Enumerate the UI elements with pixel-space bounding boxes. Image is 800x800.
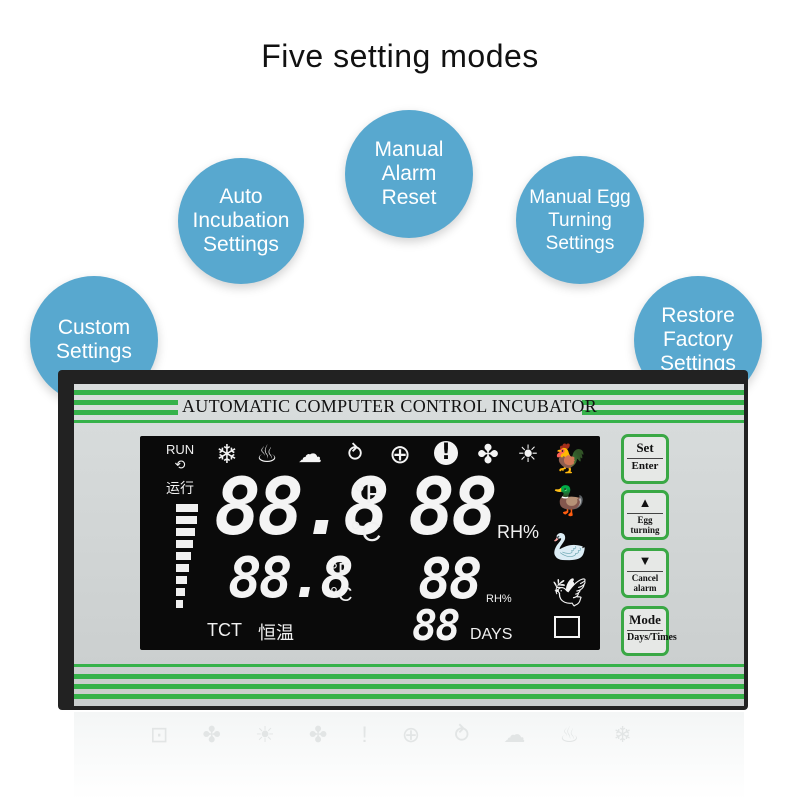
set-label: Set [636, 440, 654, 455]
egg-turn-icon: ⥁ [347, 442, 363, 467]
mode-label-line: Settings [660, 352, 736, 375]
mode-label-line: Incubation [192, 209, 290, 232]
temperature-main: 88.8 [214, 463, 390, 553]
temperature-sub-unit-c: °C [330, 584, 353, 606]
down-cancel-alarm-button[interactable]: ▼ Cancel alarm [621, 548, 669, 598]
light-icon: ☀ [517, 440, 539, 468]
bottom-stripe [74, 664, 744, 667]
chicken-icon: 🐓 [552, 442, 587, 475]
mode-label-line: Manual Egg [529, 186, 631, 208]
egg-turning-label: Egg turning [627, 513, 663, 535]
temperature-sub: 88.8 [228, 546, 354, 611]
pigeon-icon: 🕊 [552, 576, 588, 609]
bottom-stripe [74, 674, 744, 679]
set-enter-button[interactable]: Set Enter [621, 434, 669, 484]
humidity-unit: RH% [497, 522, 540, 542]
heat-icon: ♨ [256, 440, 278, 468]
humidity-sub: 88 [418, 547, 482, 612]
down-arrow-icon: ▼ [638, 553, 652, 568]
mode-label-line: Settings [203, 233, 279, 256]
level-bar [176, 564, 189, 572]
alarm-icon: ! [430, 440, 462, 465]
mode-label-line: Settings [56, 340, 132, 363]
goose-icon: 🦢 [552, 530, 587, 563]
mode-label-line: Settings [545, 232, 615, 254]
mode-label-line: Manual [374, 138, 444, 161]
mode-days-button[interactable]: Mode Days/Times [621, 606, 677, 656]
days-times-label: Days/Times [627, 630, 677, 643]
level-bar [176, 528, 195, 536]
temperature-unit-f: °F [354, 478, 383, 509]
level-bar [176, 516, 197, 524]
device-reflection [74, 712, 744, 800]
mode-label-line: Factory [662, 328, 733, 351]
tct-label: TCT [207, 620, 242, 640]
up-arrow-icon: ▲ [638, 495, 652, 510]
temperature-sub-unit-f: °F [330, 560, 351, 582]
humidity-sub-unit: RH% [486, 593, 512, 605]
mode-label-line: Restore [661, 304, 735, 327]
level-bar [176, 600, 183, 608]
enter-label: Enter [627, 458, 663, 472]
lcd-display [140, 436, 600, 650]
level-bar [176, 552, 191, 560]
mode-label-line: Turning [548, 209, 612, 231]
mode-label: Mode [629, 612, 661, 627]
snowflake-icon: ❄ [216, 440, 238, 470]
tct-label-cn: 恒温 [258, 623, 294, 644]
reflection-icons: ⊡ ✤ ☀ ✤ ! ⊕ ⥁ ☁ ♨ ❄ [150, 722, 646, 747]
run-rotate-icon: ⟲ [174, 458, 186, 473]
mode-label-line: Reset [381, 186, 437, 209]
up-egg-turning-button[interactable]: ▲ Egg turning [621, 490, 669, 540]
fan-icon: ✤ [477, 440, 499, 470]
top-stripe [582, 400, 744, 405]
days-label: DAYS [470, 626, 513, 643]
level-bar [176, 588, 185, 596]
page-title: Five setting modes [261, 38, 539, 74]
humidify-icon: ☁ [298, 440, 322, 468]
temperature-unit-c: °C [350, 516, 382, 547]
top-stripe [74, 410, 178, 415]
level-bar [176, 576, 187, 584]
top-stripe [74, 420, 744, 423]
top-stripe [74, 400, 178, 405]
add-icon: ⊕ [389, 440, 411, 470]
duck-icon: 🦆 [552, 484, 587, 517]
level-bar [176, 504, 198, 512]
mode-label-line: Alarm [381, 162, 437, 185]
bottom-stripe [74, 694, 744, 699]
days-value: 88 [412, 601, 461, 650]
top-stripe [582, 410, 744, 415]
mode-label-line: Custom [57, 316, 131, 339]
humidity-main: 88 [408, 463, 498, 553]
device-header: AUTOMATIC COMPUTER CONTROL INCUBATOR [182, 396, 597, 416]
bottom-stripe [74, 684, 744, 689]
egg-tray-icon [552, 616, 582, 640]
level-bar [176, 540, 193, 548]
top-stripe [74, 390, 744, 395]
cancel-alarm-label: Cancel alarm [627, 571, 663, 593]
run-label: RUN [166, 442, 195, 457]
mode-label-line: Auto [219, 185, 263, 208]
run-label-cn: 运行 [166, 481, 194, 497]
